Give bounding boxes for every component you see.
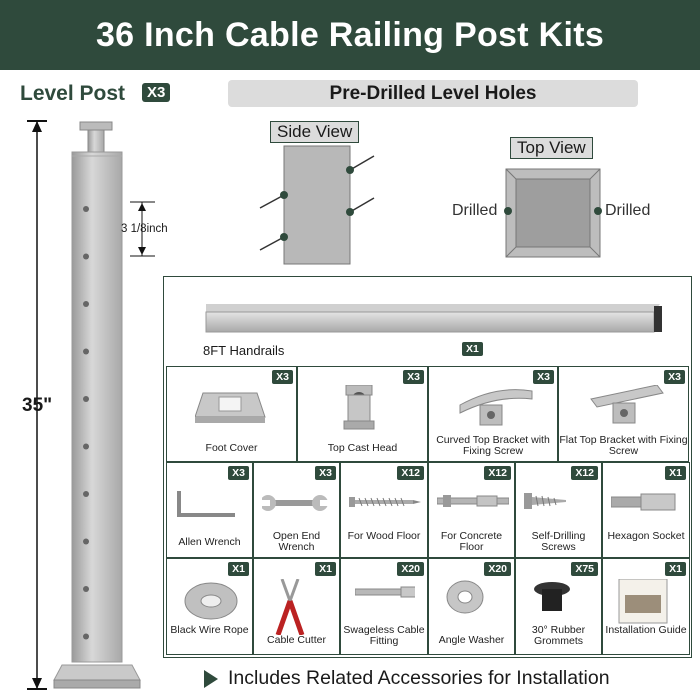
qty-badge: X12 [484,466,511,480]
cable-cutter-icon [275,579,304,635]
kit-item-label: Cable Cutter [267,634,326,646]
handrail-label: 8FT Handrails [203,343,285,358]
hole-spacing-label: 3 1/8inch [121,223,168,235]
flat-bracket-icon [589,385,664,424]
self-drilling-screw-icon [523,493,566,509]
top-view-diagram [504,168,602,258]
post-hole [83,253,89,260]
drilled-left-label: Drilled [452,202,498,219]
qty-badge: X12 [571,466,598,480]
qty-badge: X1 [665,562,686,576]
post-hole [83,396,89,402]
qty-badge: X3 [403,370,424,384]
installation-guide-icon [618,579,668,624]
rubber-grommet-icon [533,582,570,611]
height-dimension-label: 35" [22,395,53,416]
drilled-right-label: Drilled [605,202,651,219]
allen-wrench-icon [176,491,235,517]
qty-badge: X3 [228,466,249,480]
level-post-title: Level Post [20,82,126,105]
kit-item-label: For Wood Floor [347,530,421,542]
wood-screw-icon [349,497,421,507]
kit-item-label: Flat Top Bracket with Fixing Screw [559,434,688,457]
kit-item-label: Installation Guide [605,624,687,636]
open-end-wrench-icon [261,495,328,511]
post-hole [83,443,89,450]
foot-cover-icon [194,392,266,423]
top-cast-head-icon [343,385,374,430]
kit-item-label: Open End Wrench [272,530,321,553]
level-post-illustration [27,120,155,690]
post-hole [83,633,89,640]
qty-badge: X1 [228,562,249,576]
post-hole [83,491,89,497]
post-hole [83,586,89,592]
page-title: 36 Inch Cable Railing Post Kits [0,0,700,70]
post-hole [83,348,89,355]
post-hole [83,538,89,545]
side-view-label: Side View [270,121,360,143]
qty-badge: X20 [484,562,511,576]
kit-item-label: Curved Top Bracket with Fixing Screw [436,434,550,457]
footer-note: Includes Related Accessories for Install… [228,667,610,689]
post-hole [83,301,89,307]
kit-item-label: Hexagon Socket [607,530,685,542]
play-arrow-icon [204,670,218,688]
side-view-diagram [259,145,375,265]
kit-item-label: Black Wire Rope [170,624,249,636]
level-post-qty-badge: X3 [142,83,171,102]
qty-badge: X12 [397,466,424,480]
qty-badge: X3 [272,370,293,384]
pre-drilled-heading: Pre-Drilled Level Holes [228,80,638,107]
qty-badge: X3 [533,370,554,384]
kit-item: X75 30° Rubber Grommets [515,558,602,655]
qty-badge: X20 [397,562,424,576]
kit-item-label: Allen Wrench [178,536,241,548]
qty-badge: X1 [315,562,336,576]
qty-badge: X75 [571,562,598,576]
kit-item-label: Top Cast Head [327,442,398,454]
handrail-qty-badge: X1 [462,342,483,356]
cable-fitting-icon [355,586,415,598]
post-hole [83,206,89,212]
hex-socket-icon [611,493,676,511]
kit-item-label: Angle Washer [438,634,505,646]
kit-item-label: Self-Drilling Screws [531,530,586,553]
concrete-anchor-icon [436,495,509,507]
wire-rope-icon [184,582,237,620]
kit-item-label: Swageless Cable Fitting [343,624,425,647]
top-view-label: Top View [510,137,593,159]
kit-item-label: 30° Rubber Grommets [531,624,586,647]
handrail-icon [205,304,662,333]
qty-badge: X1 [665,466,686,480]
qty-badge: X3 [664,370,685,384]
angle-washer-icon [446,580,483,614]
kit-item-label: Foot Cover [205,442,258,454]
kit-item-label: For Concrete Floor [440,530,503,553]
qty-badge: X3 [315,466,336,480]
curved-bracket-icon [459,389,533,426]
